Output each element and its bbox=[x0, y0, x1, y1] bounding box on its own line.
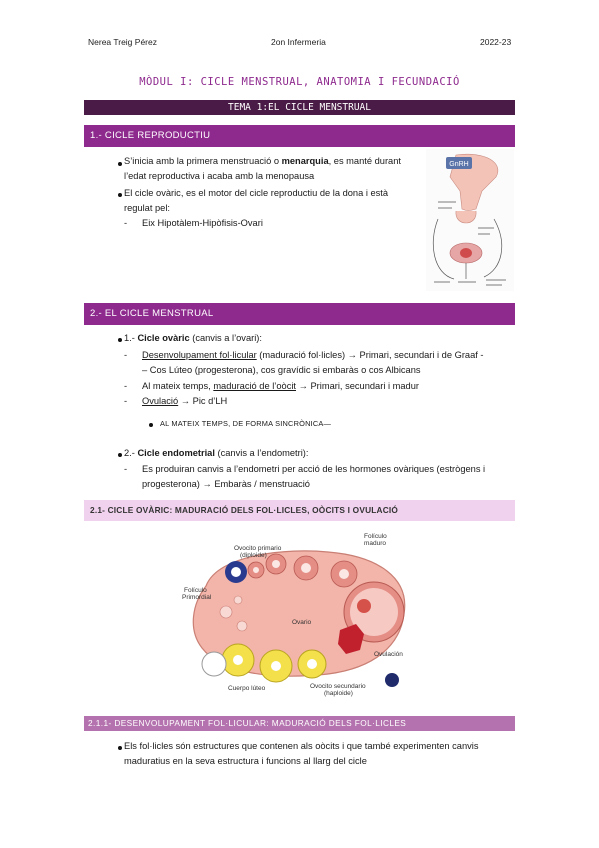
dash-marker: - bbox=[124, 396, 128, 406]
dash-marker: - bbox=[124, 218, 128, 228]
paragraph-menarquia-line2: l’edat reproductiva i acaba amb la menop… bbox=[124, 171, 315, 181]
dash-marker: - bbox=[124, 464, 128, 474]
label-ovocito-secundario: Ovocito secundario bbox=[310, 683, 366, 690]
header-year: 2022-23 bbox=[480, 37, 512, 47]
hpo-axis-diagram: GnRH bbox=[426, 149, 514, 291]
bullet bbox=[118, 746, 122, 750]
note-sincronica: AL MATEIX TEMPS, DE FORMA SINCRÒNICA— bbox=[160, 419, 332, 428]
bullet bbox=[118, 338, 122, 342]
dash-maduracio-oocit: Al mateix temps, maduració de l’oòcit → … bbox=[142, 381, 419, 391]
item-cicle-ovaric: 1.- Cicle ovàric (canvis a l’ovari): bbox=[124, 333, 262, 343]
section-heading-cicle-reproductiu: 1.- CICLE REPRODUCTIU bbox=[84, 125, 515, 147]
label-foliculo-maduro-2: maduro bbox=[364, 540, 386, 547]
paragraph-cicle-ovaric-line1: El cicle ovàric, es el motor del cicle r… bbox=[124, 188, 389, 198]
dash-desenvolupament-line2: – Cos Lúteo (progesterona), cos gravídic… bbox=[142, 365, 421, 375]
label-foliculo-maduro-1: Folículo bbox=[364, 533, 387, 540]
label-ovocito-primario: Ovocito primario bbox=[234, 545, 282, 552]
label-ovulacion: Ovulación bbox=[374, 651, 403, 658]
label-haploide: (haploide) bbox=[324, 690, 353, 697]
subsection-heading-desenvolupament: 2.1.1- DESENVOLUPAMENT FOL·LICULAR: MADU… bbox=[84, 716, 515, 731]
tema-title: TEMA 1:EL CICLE MENSTRUAL bbox=[84, 100, 515, 115]
dash-ovulacio: Ovulació → Pic d’LH bbox=[142, 396, 228, 406]
dash-desenvolupament: Desenvolupament fol·licular (maduració f… bbox=[142, 350, 484, 360]
dash-eix-hipotalem: Eix Hipotàlem-Hipòfisis-Ovari bbox=[142, 218, 263, 228]
section-heading-cicle-menstrual: 2.- EL CICLE MENSTRUAL bbox=[84, 303, 515, 325]
paragraph-menarquia: S’inicia amb la primera menstruació o me… bbox=[124, 156, 401, 166]
module-title: MÒDUL I: CICLE MENSTRUAL, ANATOMIA I FEC… bbox=[139, 76, 460, 88]
item-cicle-endometrial: 2.- Cicle endometrial (canvis a l’endome… bbox=[124, 448, 309, 458]
label-foliculo-primordial-1: Folículo bbox=[184, 587, 207, 594]
bullet bbox=[118, 193, 122, 197]
header-author: Nerea Treig Pérez bbox=[88, 37, 157, 47]
bullet bbox=[149, 423, 153, 427]
dash-endometri-line1: Es produiran canvis a l’endometri per ac… bbox=[142, 464, 486, 474]
label-diploide: (diploide) bbox=[240, 552, 267, 559]
dash-endometri-line2: progesterona) → Embaràs / menstruació bbox=[142, 479, 310, 489]
dash-marker: - bbox=[124, 381, 128, 391]
paragraph-cicle-ovaric-line2: regulat pel: bbox=[124, 203, 170, 213]
subsection-heading-cicle-ovaric: 2.1- CICLE OVÀRIC: MADURACIÓ DELS FOL·LI… bbox=[84, 500, 515, 521]
label-ovario: Ovario bbox=[292, 619, 312, 626]
bullet bbox=[118, 453, 122, 457]
label-cuerpo-luteo: Cuerpo lúteo bbox=[228, 685, 266, 692]
dash-marker: - bbox=[124, 350, 128, 360]
paragraph-follicles-line1: Els fol·licles són estructures que conte… bbox=[124, 741, 479, 751]
ovary-diagram: Ovocito primario (diploide) Folículo mad… bbox=[182, 533, 406, 697]
diagram-label-gnrh: GnRH bbox=[449, 161, 468, 168]
bullet bbox=[118, 162, 122, 166]
paragraph-follicles-line2: maduratius en la seva estructura i funci… bbox=[124, 756, 367, 766]
label-foliculo-primordial-2: Primordial bbox=[182, 594, 212, 601]
header-course: 2on Infermeria bbox=[271, 37, 326, 47]
